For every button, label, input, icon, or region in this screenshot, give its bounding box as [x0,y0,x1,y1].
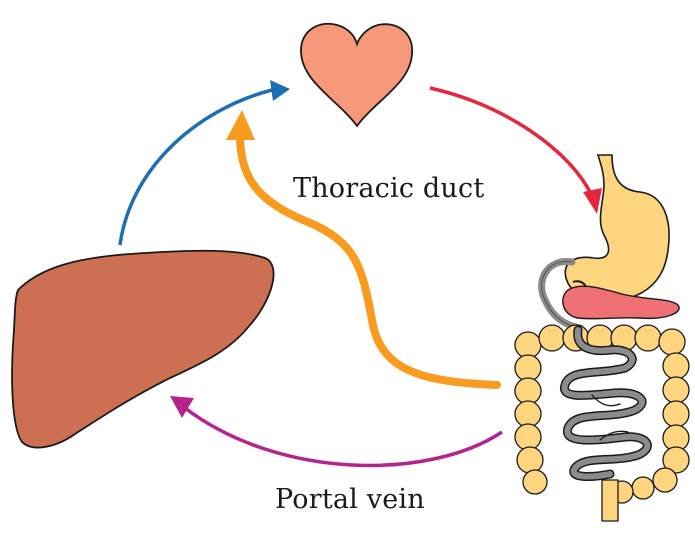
arrow-portal-vein [185,408,502,465]
arrow-liver-to-heart-head [270,80,290,101]
arrow-liver-to-heart [120,90,272,245]
liver-icon [12,251,274,448]
small-intestine-icon [564,330,647,476]
arrow-portal-vein-head [170,396,194,418]
thoracic-duct-label: Thoracic duct [293,173,484,204]
thoracic-duct-head [226,110,255,140]
heart-icon [301,24,412,126]
portal-vein-label: Portal vein [275,484,425,515]
arrow-heart-to-gut-head [583,188,602,214]
